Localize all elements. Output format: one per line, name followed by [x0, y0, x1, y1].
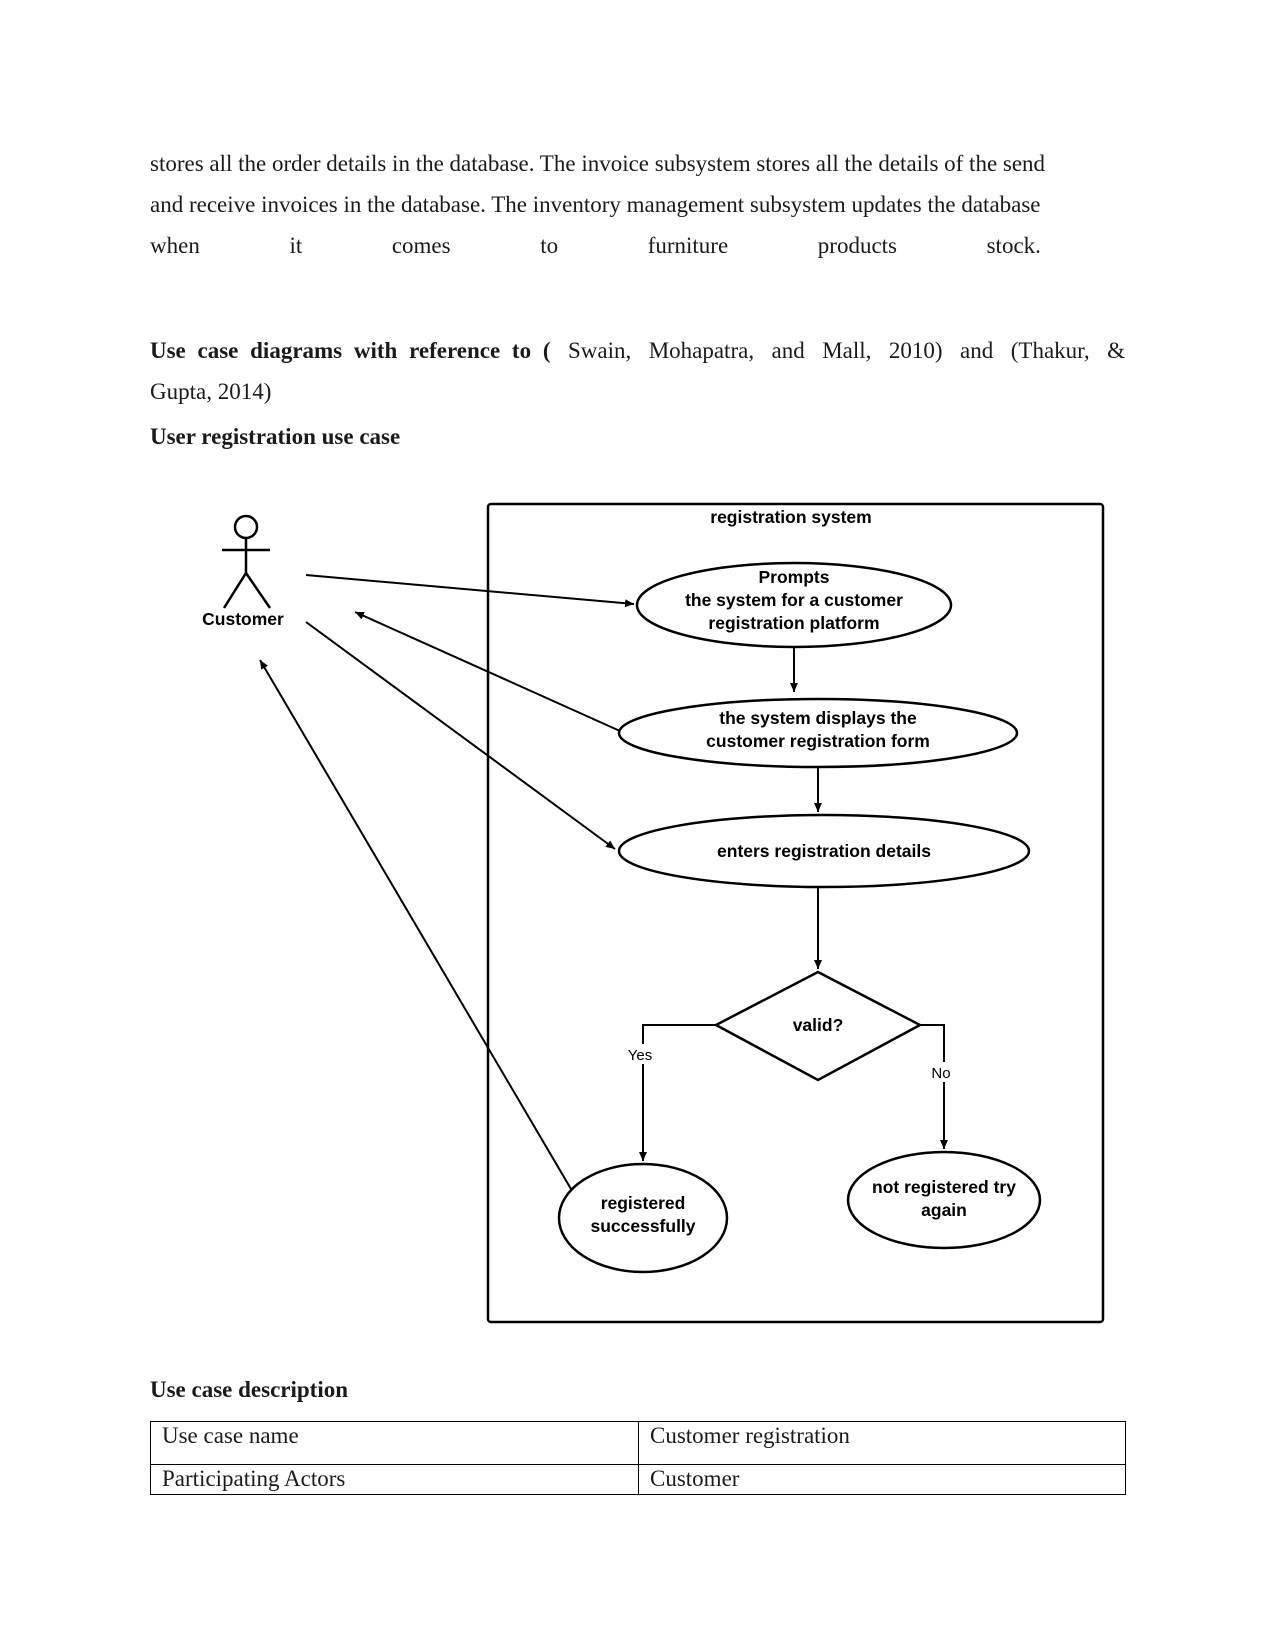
outcome-registered-line-2: successfully [590, 1216, 695, 1236]
table-cell: Participating Actors [150, 1464, 639, 1495]
word: it [289, 233, 303, 258]
outcome-not-registered-line-2: again [921, 1200, 967, 1220]
reference-heading-line-2: Gupta, 2014) [150, 379, 272, 404]
usecase-prompts-line-2: the system for a customer [685, 590, 903, 610]
usecase-displays-form-line-2: customer registration form [706, 731, 930, 751]
actor-label: Customer [202, 609, 284, 629]
section-title: User registration use case [150, 424, 401, 449]
paragraph-line-3: when it comes to furniture products stoc… [150, 231, 1041, 261]
decision-label: valid? [793, 1015, 844, 1035]
citation-word: and [960, 338, 994, 363]
reference-heading-line-1: Use case diagrams with reference to ( Sw… [150, 336, 1125, 366]
arrow-registered-to-customer [259, 659, 572, 1190]
outcome-not-registered [846, 1150, 1042, 1250]
usecase-enters-details [617, 813, 1031, 889]
table-row: Use case name Customer registration [150, 1421, 1126, 1465]
word: stock. [986, 233, 1041, 258]
outcome-registered-line-1: registered [601, 1193, 686, 1213]
table-cell: Use case name [150, 1421, 639, 1465]
citation-word: and [771, 338, 805, 363]
description-title: Use case description [150, 1377, 349, 1402]
citation-word: Swain, [567, 338, 632, 363]
yes-label: Yes [628, 1047, 652, 1064]
use-case-description-table: Use case name Customer registration Part… [150, 1421, 1126, 1495]
decision-valid [713, 970, 923, 1082]
reference-heading-bold: Use case diagrams with reference to ( [150, 338, 551, 363]
usecase-enters-details-label: enters registration details [717, 841, 931, 861]
outcome-registered [557, 1162, 729, 1274]
citation-word: Mohapatra, [648, 338, 755, 363]
usecase-prompts-line-3: registration platform [708, 613, 879, 633]
word: furniture [647, 233, 729, 258]
table-cell: Customer registration [638, 1421, 1126, 1465]
outcome-not-registered-line-1: not registered try [872, 1177, 1016, 1197]
word: to [540, 233, 559, 258]
paragraph-line-1: stores all the order details in the data… [150, 151, 1046, 176]
citation-word: 2010) [888, 338, 943, 363]
arrow-form-to-customer [354, 611, 621, 732]
word: products [817, 233, 897, 258]
word: comes [391, 233, 451, 258]
citation-word: (Thakur, [1010, 338, 1090, 363]
system-boundary [486, 502, 1105, 1324]
word: when [150, 233, 200, 258]
arrow-customer-to-prompts [305, 574, 635, 608]
arrow-no-branch [920, 1024, 948, 1149]
citation-word: Mall, [822, 338, 872, 363]
paragraph-line-2: and receive invoices in the database. Th… [150, 192, 1041, 217]
citation-word: & [1107, 338, 1125, 363]
no-label: No [931, 1065, 950, 1082]
table-row: Participating Actors Customer [150, 1464, 1126, 1495]
system-label: registration system [710, 507, 871, 527]
arrow-customer-to-details [305, 621, 616, 850]
arrow-yes-branch [639, 1024, 716, 1161]
table-cell: Customer [638, 1464, 1126, 1495]
customer-actor-icon [222, 514, 272, 609]
usecase-prompts-line-1: Prompts [759, 567, 830, 587]
usecase-displays-form-line-1: the system displays the [719, 708, 917, 728]
